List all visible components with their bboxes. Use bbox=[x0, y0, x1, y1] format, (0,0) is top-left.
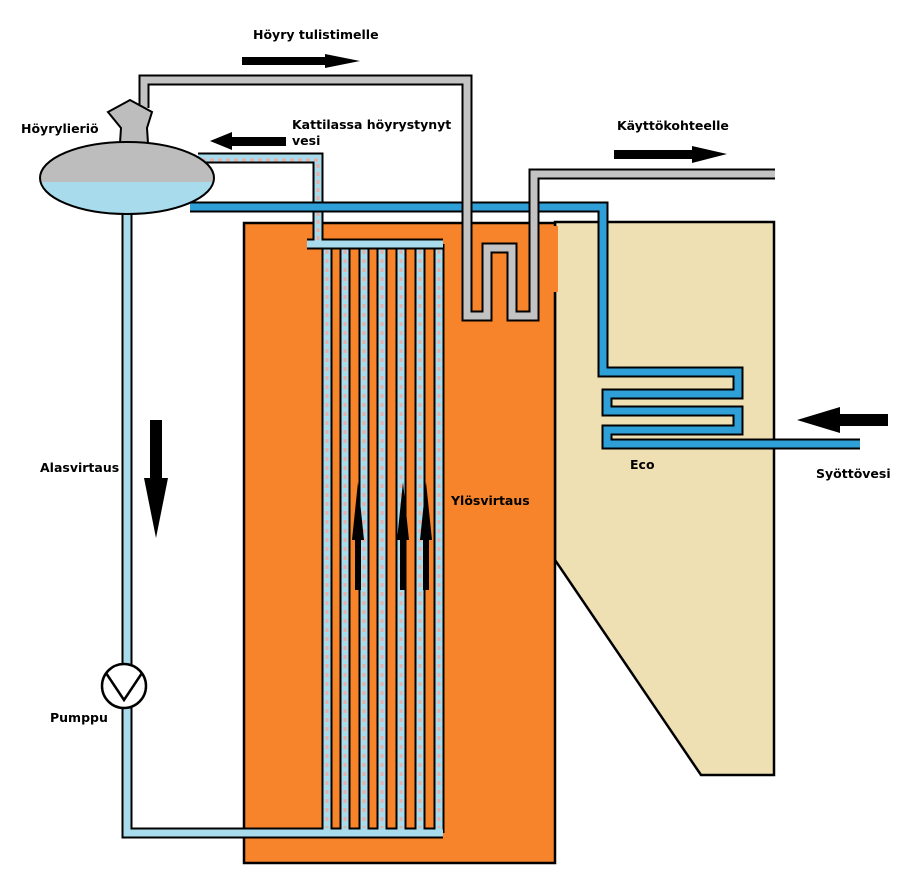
feedwater-economizer-pipe bbox=[190, 201, 860, 450]
label-upflow: Ylösvirtaus bbox=[451, 493, 530, 508]
steam-drum bbox=[39, 98, 215, 215]
arrow-steam-to-superheater bbox=[242, 54, 360, 68]
label-feed-water: Syöttövesi bbox=[816, 466, 891, 481]
steam-to-superheater-pipe bbox=[138, 74, 775, 322]
arrow-to-consumer bbox=[614, 146, 727, 163]
arrow-upflow-2 bbox=[397, 482, 409, 590]
label-evaporated-water: Kattilassa höyrystynyt vesi bbox=[292, 117, 452, 148]
riser-return-pipe bbox=[198, 152, 443, 250]
label-economizer: Eco bbox=[630, 457, 655, 472]
arrow-upflow-1 bbox=[352, 482, 364, 590]
label-downflow: Alasvirtaus bbox=[40, 460, 120, 475]
label-pump: Pumppu bbox=[50, 710, 108, 725]
arrow-upflow-3 bbox=[420, 482, 432, 590]
label-steam-drum: Höyrylieriö bbox=[21, 121, 99, 136]
arrow-evaporated-water bbox=[210, 132, 286, 150]
arrow-feed-water bbox=[797, 407, 888, 433]
furnace-accent bbox=[548, 226, 558, 292]
flue-gas-duct bbox=[553, 220, 776, 777]
pump-icon bbox=[100, 662, 148, 710]
label-steam-to-superheater: Höyry tulistimelle bbox=[253, 27, 379, 42]
label-to-consumer: Käyttökohteelle bbox=[617, 118, 729, 133]
arrow-downflow bbox=[144, 420, 168, 538]
